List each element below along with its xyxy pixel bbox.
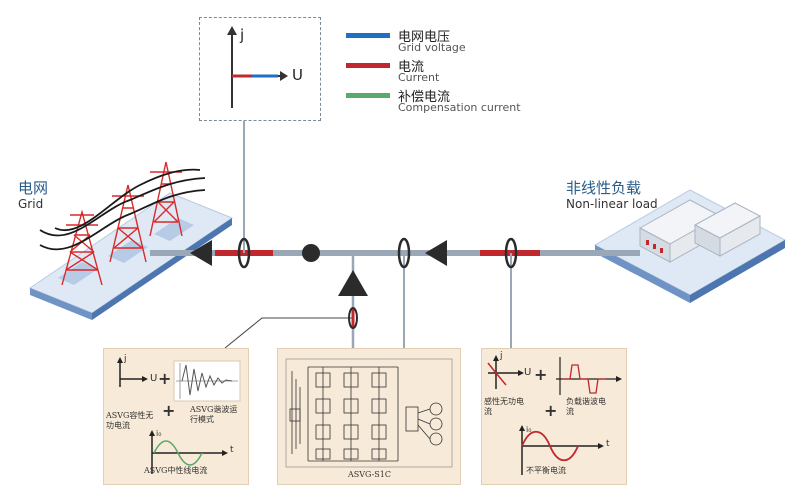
ct-ring-mid: [397, 237, 411, 269]
left-plus-1: +: [158, 369, 172, 388]
legend-label-en: Compensation current: [398, 101, 521, 114]
junction-node: [302, 244, 320, 262]
left-label-neutral: ASVG中性线电流: [144, 466, 208, 475]
left-label-capacitive: ASVG容性无功电流: [106, 411, 154, 430]
left-plus-2: +: [162, 401, 176, 420]
phasor-u-label: U: [292, 66, 303, 84]
right-i-label: i₀: [526, 425, 532, 434]
grid-label-cn: 电网: [18, 179, 49, 197]
left-j-label: j: [124, 354, 127, 364]
load-label-en: Non-linear load: [566, 197, 658, 211]
panel-asvg-circuit: ASVG-S1C: [277, 348, 461, 485]
legend-label-en: Current: [398, 71, 440, 84]
phasor-diagram: [227, 26, 288, 108]
ct-ring-left: [237, 237, 251, 269]
legend-swatch-green: [346, 93, 390, 98]
circuit-caption: ASVG-S1C: [348, 470, 391, 479]
right-label-inductive: 感性无功电流: [484, 397, 524, 416]
legend-label-en: Grid voltage: [398, 41, 466, 54]
right-j-label: j: [500, 351, 503, 361]
panel-right-graphics: [487, 355, 622, 475]
right-u-label: U: [524, 367, 532, 378]
legend-swatch-blue: [346, 33, 390, 38]
load-label-cn: 非线性负载: [566, 179, 642, 197]
ct-ring-asvg: [348, 307, 358, 329]
ct-ring-right: [504, 237, 518, 269]
panel-asvg-modes: j U + + ASVG容性无功电流 ASVG谐波运行模式 i₀ t ASVG中…: [103, 348, 249, 485]
legend-label-cn: 电流: [398, 60, 425, 75]
grid-label-en: Grid: [18, 197, 44, 211]
left-u-label: U: [150, 373, 158, 384]
compensation-arrow: [338, 270, 368, 296]
load-platform: [593, 189, 787, 303]
flow-arrow-left: [190, 240, 212, 266]
right-t-label: t: [606, 439, 610, 449]
leader-line: [224, 317, 353, 349]
legend-swatch-red: [346, 63, 390, 68]
phasor-diagram-box: j U: [199, 17, 321, 121]
circuit-diagram: [285, 358, 453, 468]
legend-label-cn: 电网电压: [398, 30, 451, 45]
right-plus-1: +: [534, 365, 548, 384]
left-t-label: t: [230, 445, 234, 455]
right-plus-2: +: [544, 401, 558, 420]
power-lines: [39, 168, 206, 251]
legend-label-cn: 补偿电流: [398, 90, 451, 105]
panel-left-graphics: [117, 357, 241, 474]
panel-load-currents: j U + + 感性无功电流 负载谐波电流 i₀ t 不平衡电流: [481, 348, 627, 485]
phasor-j-label: j: [240, 26, 245, 44]
left-label-harmonic: ASVG谐波运行模式: [190, 405, 238, 424]
left-i-label: i₀: [156, 429, 162, 438]
grid-platform: [28, 192, 234, 320]
right-label-unbalanced: 不平衡电流: [526, 466, 566, 475]
right-label-harmonic: 负载谐波电流: [566, 397, 606, 416]
flow-arrow-right: [425, 240, 447, 266]
